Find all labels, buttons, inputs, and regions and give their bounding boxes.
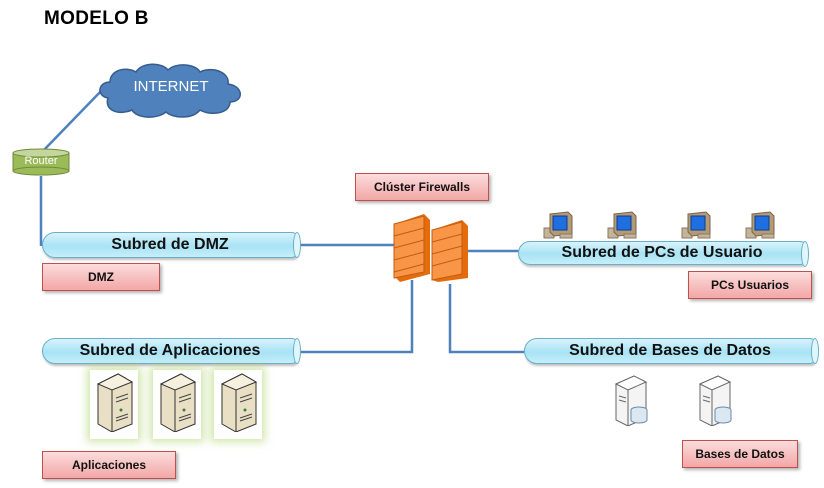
subnet-db: Subred de Bases de Datos [524,338,819,364]
server-icon [153,370,201,439]
firewall-icon [393,214,468,282]
pc-icon [542,210,576,245]
subnet-dmz: Subred de DMZ [42,232,301,258]
diagram-title: MODELO B [44,8,149,29]
router-icon [12,148,70,176]
db-tag: Bases de Datos [682,440,798,468]
database-server-icon [696,374,736,431]
server-icon [90,370,138,439]
subnet-pcs: Subred de PCs de Usuario [518,241,809,267]
subnet-apps: Subred de Aplicaciones [42,338,301,364]
database-server-icon [612,374,652,431]
link-firewall-apps [298,280,414,354]
firewall-cluster-label: Clúster Firewalls [355,173,489,201]
link-firewall-db [448,284,524,354]
pcs-tag: PCs Usuarios [688,271,812,299]
pc-icon [606,210,640,245]
router-label: Router [24,155,58,167]
cloud-icon [99,63,241,118]
pc-icon [680,210,714,245]
pc-icon [744,210,778,245]
link-internet-router [41,87,105,153]
dmz-tag: DMZ [42,263,160,291]
apps-tag: Aplicaciones [42,451,176,479]
internet-label: INTERNET [133,78,209,95]
server-icon [214,370,262,439]
